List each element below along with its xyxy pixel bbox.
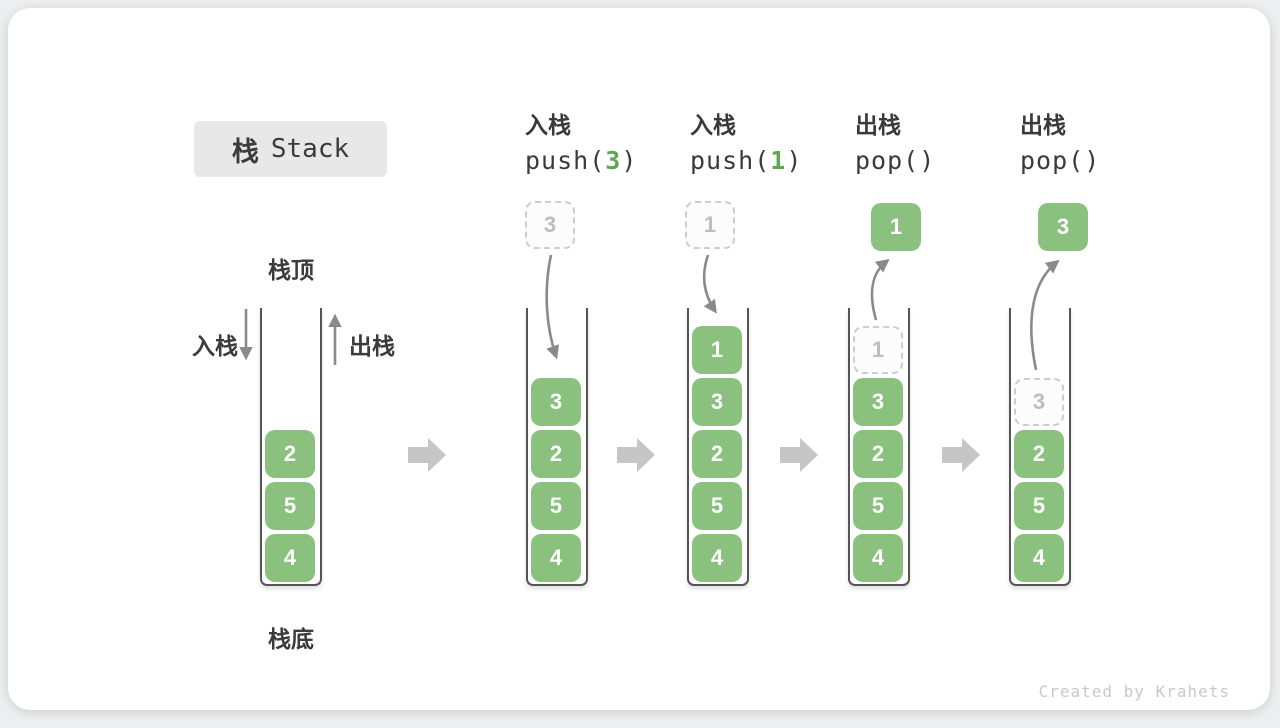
code-post: ) — [919, 146, 936, 175]
stage-header-cn: 出栈 — [855, 112, 901, 138]
stage-header-pop-1: 出栈 pop() — [855, 112, 935, 175]
code-pre: pop( — [1020, 146, 1085, 175]
stack-cell: 3 — [531, 378, 581, 426]
code-pre: push( — [690, 146, 771, 175]
stage-separator-arrow-icon — [780, 438, 818, 472]
stage-header-cn: 入栈 — [690, 112, 736, 138]
push-label: 入栈 — [192, 333, 238, 359]
stage-separator-arrow-icon — [408, 438, 446, 472]
stack-cell: 5 — [531, 482, 581, 530]
code-post: ) — [1084, 146, 1101, 175]
stack-cell: 4 — [853, 534, 903, 582]
stack-cell: 1 — [692, 326, 742, 374]
stack-cell: 3 — [692, 378, 742, 426]
stage-header-code: push(3) — [525, 147, 637, 175]
code-pre: pop( — [855, 146, 920, 175]
stage-header-code: pop() — [855, 147, 935, 175]
stack-after-push-3: 3 2 5 4 — [526, 308, 588, 586]
popped-value-box: 1 — [871, 203, 921, 251]
stage-header-push-3: 入栈 push(3) — [525, 112, 637, 175]
stack-cell: 2 — [265, 430, 315, 478]
stack-cell: 3 — [853, 378, 903, 426]
stack-cell: 5 — [1014, 482, 1064, 530]
stack-cell: 2 — [531, 430, 581, 478]
stack-top-label: 栈顶 — [268, 257, 314, 283]
code-post: ) — [786, 146, 803, 175]
title-cn: 栈 — [231, 136, 259, 167]
stack-cell: 2 — [1014, 430, 1064, 478]
stack-cell: 5 — [853, 482, 903, 530]
popped-slot-ghost: 3 — [1014, 378, 1064, 426]
stack-cell: 5 — [265, 482, 315, 530]
stack-cell: 2 — [692, 430, 742, 478]
stack-after-pop-3: 3 2 5 4 — [1009, 308, 1071, 586]
stage-header-code: push(1) — [690, 147, 802, 175]
title-badge: 栈 Stack — [194, 121, 387, 177]
code-arg: 1 — [770, 146, 787, 175]
stack-cell: 4 — [265, 534, 315, 582]
code-pre: push( — [525, 146, 606, 175]
push-1-arrow-icon — [702, 254, 717, 314]
incoming-value-box: 1 — [685, 201, 735, 249]
stage-header-cn: 入栈 — [525, 112, 571, 138]
stack-cell: 4 — [1014, 534, 1064, 582]
figure-card: 栈 Stack 栈顶 栈底 入栈 出栈 入栈 push(3) 入栈 push(1… — [8, 8, 1270, 710]
stack-bottom-label: 栈底 — [268, 626, 314, 652]
stack-initial: 2 5 4 — [260, 308, 322, 586]
stack-cell: 2 — [853, 430, 903, 478]
stage-header-pop-3: 出栈 pop() — [1020, 112, 1100, 175]
stage-header-code: pop() — [1020, 147, 1100, 175]
stack-cell: 5 — [692, 482, 742, 530]
pop-label: 出栈 — [349, 333, 395, 359]
stage-header-push-1: 入栈 push(1) — [690, 112, 802, 175]
stack-after-pop-1: 1 3 2 5 4 — [848, 308, 910, 586]
code-arg: 3 — [605, 146, 622, 175]
stage-separator-arrow-icon — [942, 438, 980, 472]
stack-cell: 4 — [531, 534, 581, 582]
title-en: Stack — [270, 134, 350, 164]
popped-slot-ghost: 1 — [853, 326, 903, 374]
watermark: Created by Krahets — [1038, 682, 1230, 701]
stage-header-cn: 出栈 — [1020, 112, 1066, 138]
popped-value-box: 3 — [1038, 203, 1088, 251]
stack-after-push-1: 1 3 2 5 4 — [687, 308, 749, 586]
stage-separator-arrow-icon — [617, 438, 655, 472]
code-post: ) — [621, 146, 638, 175]
incoming-value-box: 3 — [525, 201, 575, 249]
stack-cell: 4 — [692, 534, 742, 582]
